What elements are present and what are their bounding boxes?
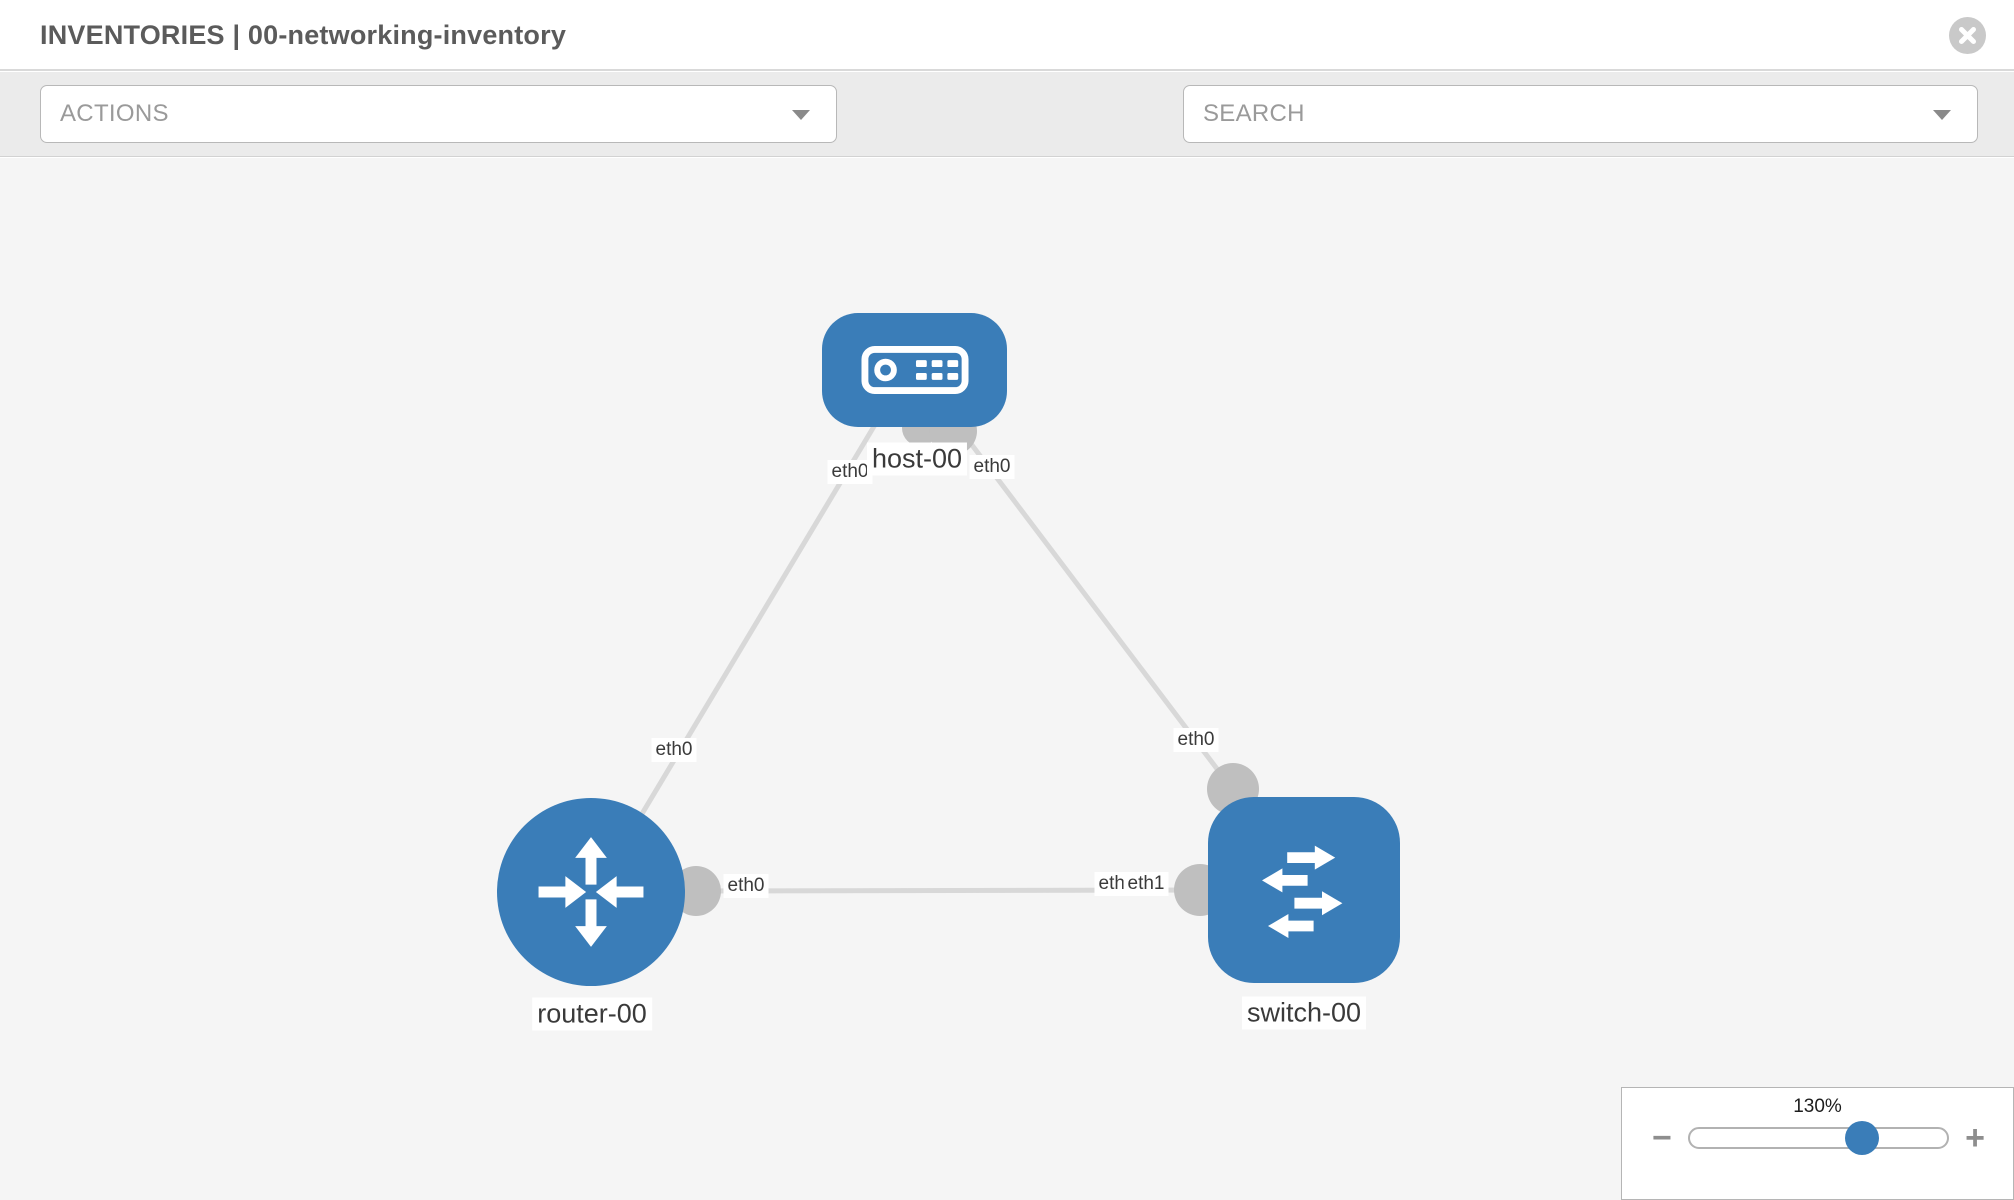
- node-switch-00[interactable]: [1208, 797, 1400, 983]
- panel-header: INVENTORIES | 00-networking-inventory: [0, 0, 2014, 71]
- router-icon: [538, 837, 644, 947]
- host-icon: [860, 345, 969, 395]
- close-icon: [1959, 27, 1976, 44]
- actions-dropdown[interactable]: ACTIONS: [40, 85, 837, 143]
- chevron-down-icon: [792, 110, 810, 120]
- zoom-out-button[interactable]: −: [1648, 1121, 1676, 1155]
- zoom-level: 130%: [1793, 1096, 1842, 1117]
- interface-label: eth1: [1123, 872, 1169, 896]
- toolbar: ACTIONS SEARCH: [0, 72, 2014, 205]
- page-title: INVENTORIES | 00-networking-inventory: [40, 20, 567, 50]
- interface-label: eth0: [651, 738, 697, 762]
- zoom-slider-thumb[interactable]: [1844, 1121, 1879, 1155]
- node-label-switch-00: switch-00: [1241, 996, 1367, 1030]
- interface-label: eth0: [969, 455, 1015, 479]
- zoom-panel: 130% − +: [1621, 1087, 2014, 1200]
- node-router-00[interactable]: [497, 798, 685, 986]
- node-label-router-00: router-00: [532, 997, 652, 1031]
- node-host-00[interactable]: [822, 313, 1007, 427]
- chevron-down-icon: [1933, 110, 1951, 120]
- close-button[interactable]: [1949, 17, 1986, 54]
- switch-icon: [1262, 845, 1343, 938]
- search-dropdown-label: SEARCH: [1203, 100, 1305, 127]
- interface-label: eth0: [723, 874, 769, 898]
- actions-dropdown-label: ACTIONS: [60, 100, 169, 127]
- zoom-slider-track[interactable]: [1687, 1121, 1950, 1155]
- search-dropdown[interactable]: SEARCH: [1183, 85, 1978, 143]
- topology-canvas[interactable]: eth0 eth0 eth0 eth0 eth0 eth0 eth1 host-…: [0, 158, 2014, 1200]
- interface-label: eth0: [827, 460, 873, 484]
- interface-label: eth0: [1173, 728, 1219, 752]
- zoom-in-button[interactable]: +: [1961, 1121, 1989, 1155]
- node-label-host-00: host-00: [866, 442, 968, 476]
